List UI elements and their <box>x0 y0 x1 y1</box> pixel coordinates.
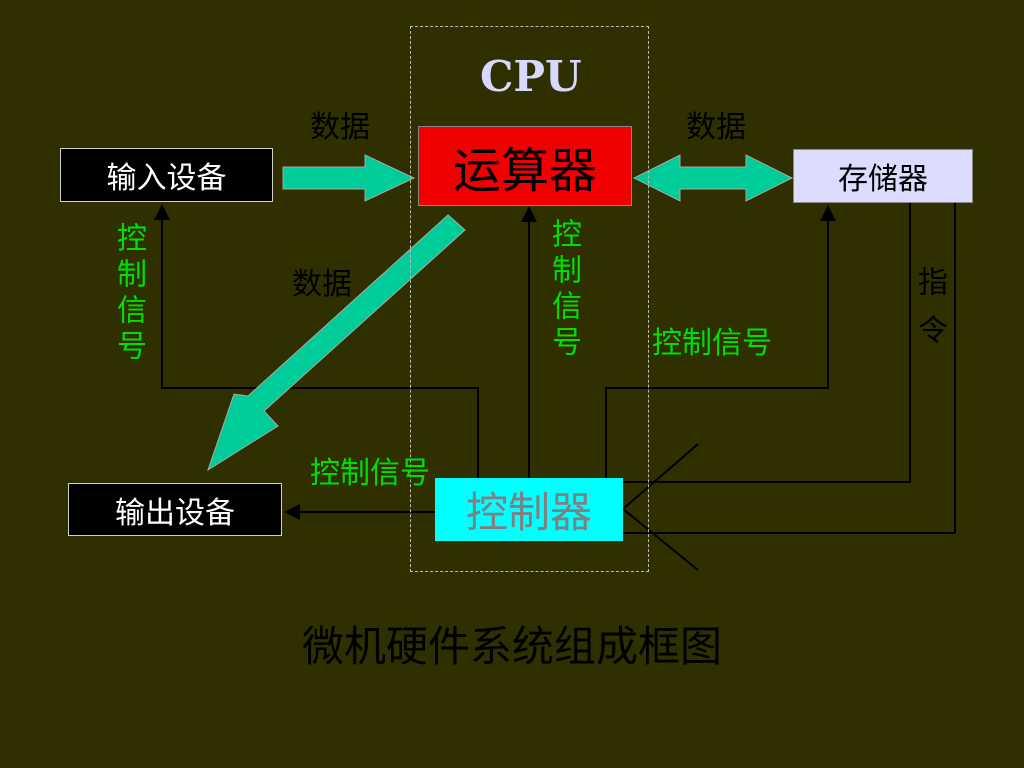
instruction-line <box>623 203 911 483</box>
cpu-boundary <box>410 26 649 572</box>
diagram-caption: 微机硬件系统组成框图 <box>301 622 722 671</box>
ctrl-to-input-line <box>154 204 479 478</box>
memory-return-line <box>623 203 956 534</box>
bracket-line-bottom <box>622 508 699 571</box>
ctrl-signal-label-memory: 控制信号 <box>652 326 772 361</box>
instruction-label: 指令 <box>912 266 947 362</box>
ctrl-signal-label-input: 控制信号 <box>111 222 146 366</box>
arrow-input-to-alu <box>282 154 416 202</box>
memory-node: 存储器 <box>793 149 973 203</box>
output-device-node: 输出设备 <box>68 483 282 536</box>
data-label-left: 数据 <box>310 110 370 145</box>
ctrl-signal-label-alu: 控制信号 <box>546 218 581 362</box>
input-device-node: 输入设备 <box>60 148 273 202</box>
alu-node: 运算器 <box>418 126 632 206</box>
cpu-label: CPU <box>480 52 582 101</box>
data-label-right: 数据 <box>686 110 746 145</box>
ctrl-to-memory-line <box>605 205 836 478</box>
bracket-line-top <box>622 443 699 510</box>
arrow-alu-to-output <box>207 214 466 472</box>
data-label-diagonal: 数据 <box>292 267 352 302</box>
controller-node: 控制器 <box>435 478 623 541</box>
ctrl-signal-label-output: 控制信号 <box>310 456 430 491</box>
arrow-alu-memory <box>632 154 794 202</box>
